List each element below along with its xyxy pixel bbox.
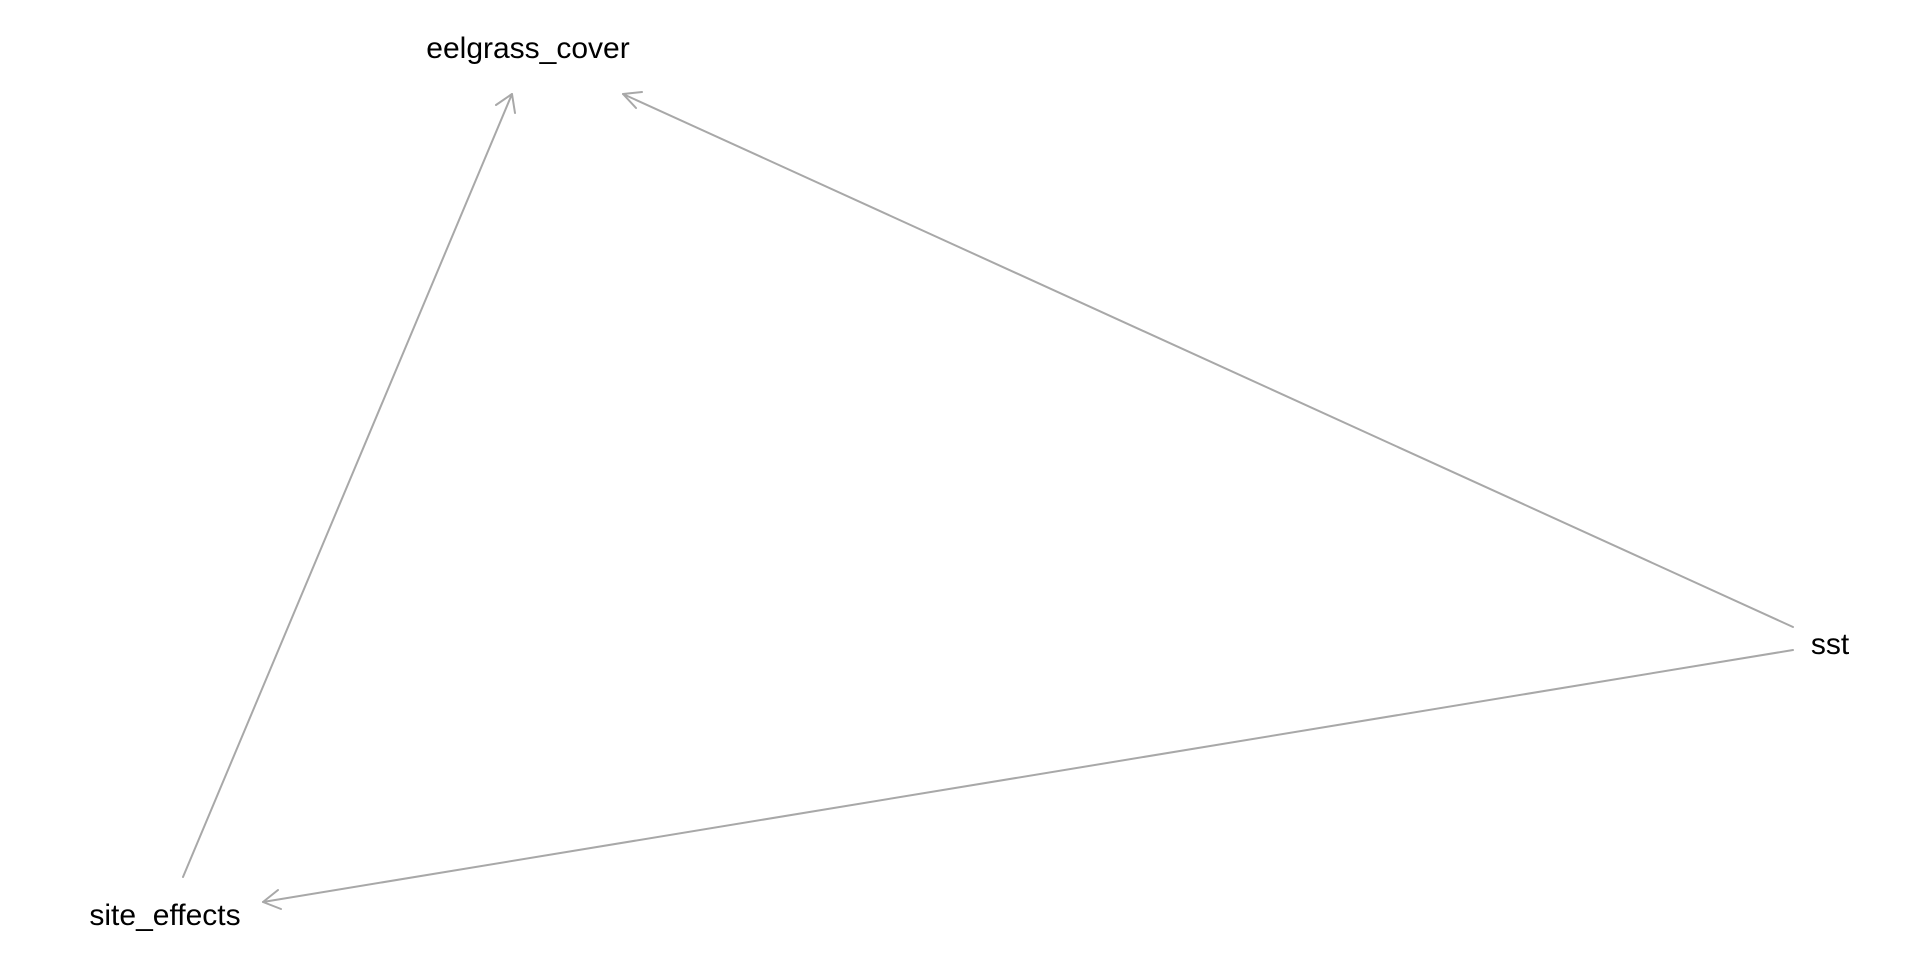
edge-line bbox=[182, 93, 513, 878]
edge-sst-to-eelgrass-cover bbox=[622, 91, 1794, 628]
arrow-head bbox=[495, 93, 516, 114]
arrow-head bbox=[622, 91, 643, 109]
edge-sst-to-site-effects bbox=[262, 649, 1794, 910]
node-eelgrass-cover: eelgrass_cover bbox=[426, 32, 629, 65]
edge-line bbox=[262, 649, 1794, 903]
edge-line bbox=[622, 93, 1794, 628]
node-site-effects: site_effects bbox=[89, 899, 240, 932]
node-sst: sst bbox=[1811, 628, 1850, 661]
arrow-head bbox=[262, 889, 282, 910]
edge-site-effects-to-eelgrass-cover bbox=[182, 93, 516, 878]
